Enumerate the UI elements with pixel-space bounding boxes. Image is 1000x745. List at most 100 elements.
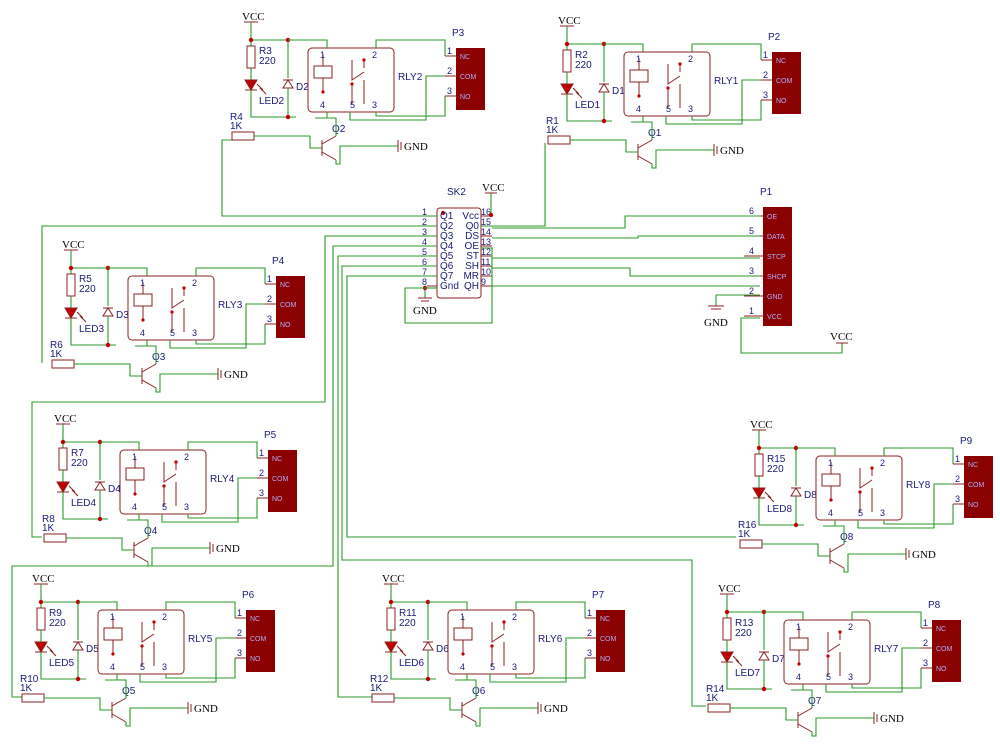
p1-pin-num: 5 <box>749 226 754 236</box>
wire <box>187 441 258 458</box>
relay-pin-num: 3 <box>512 662 517 672</box>
wire <box>139 637 235 683</box>
connector-body <box>246 610 275 672</box>
ic-pin-num: 15 <box>481 217 491 227</box>
wire <box>764 611 804 620</box>
relay-pin-num: 2 <box>372 50 377 60</box>
relay-pin-num: 5 <box>140 662 145 672</box>
wire <box>857 483 953 529</box>
relay-pin-num: 2 <box>848 622 853 632</box>
wire <box>100 441 140 450</box>
ic-pin-num: 4 <box>422 237 427 247</box>
diode-ref: D4 <box>108 484 121 495</box>
connector-ref: P8 <box>928 600 941 611</box>
relay-pin-num: 2 <box>162 612 167 622</box>
ic-pin-num: 14 <box>481 227 491 237</box>
relay-contact-icon <box>827 632 841 676</box>
diode-ref: D7 <box>772 654 785 665</box>
connector-pin-num: 3 <box>587 648 592 658</box>
connector-pin-num: 3 <box>267 314 272 324</box>
wire <box>455 674 468 681</box>
ic-pin-num: 13 <box>481 237 491 247</box>
wire <box>726 662 772 690</box>
relay-body <box>623 51 711 117</box>
gnd-label: GND <box>404 141 428 153</box>
wire <box>70 318 116 346</box>
vcc-label: VCC <box>32 573 55 585</box>
junction <box>60 439 66 445</box>
connector-pin-num: 3 <box>447 86 452 96</box>
resistor-value: 220 <box>575 60 592 71</box>
wire <box>455 679 477 698</box>
wire <box>195 267 266 284</box>
vcc-label: VCC <box>382 573 405 585</box>
connector-ref: P6 <box>242 590 255 601</box>
connector-pin-label: COM <box>250 636 267 643</box>
wire <box>62 492 108 520</box>
wire <box>489 637 585 683</box>
transistor-icon <box>829 543 845 569</box>
relay-ref: RLY6 <box>538 634 563 645</box>
wire <box>288 39 328 48</box>
relay-pin-num: 1 <box>796 622 801 632</box>
resistor-value: 220 <box>735 628 752 639</box>
connector-pin-num: 2 <box>447 66 452 76</box>
relay-pin-num: 3 <box>848 672 853 682</box>
led-ref: LED2 <box>259 96 284 107</box>
ic-pin-num: 12 <box>481 247 491 257</box>
wire <box>851 611 922 628</box>
wire <box>730 707 798 721</box>
p1-vcc-wire <box>740 317 843 354</box>
led-ref: LED5 <box>49 658 74 669</box>
connector-pin-label: COM <box>272 476 289 483</box>
led-rays-icon <box>396 645 407 657</box>
ic-body <box>436 207 482 299</box>
resistor-ref: R7 <box>71 448 84 459</box>
vcc-junction-ic <box>488 212 494 218</box>
relay-coil-dot <box>829 498 833 502</box>
relay-pin-num: 1 <box>636 54 641 64</box>
relay-pin-num: 5 <box>490 662 495 672</box>
relay-contact-dot <box>870 466 874 470</box>
diode-icon <box>94 481 106 491</box>
relay-coil-dot <box>637 94 641 98</box>
relay-contact-dot <box>174 460 178 464</box>
resistor-ref: R14 <box>706 684 725 695</box>
connector-pin-num: 3 <box>763 90 768 100</box>
ic-pin-num: 6 <box>422 257 427 267</box>
connector-pin-label: NC <box>936 626 946 633</box>
junction <box>761 686 767 692</box>
connector-ref: P7 <box>592 590 605 601</box>
connector-pin-label: NO <box>776 98 787 105</box>
relay-coil-icon <box>133 293 153 307</box>
relay-pin-num: 2 <box>688 54 693 64</box>
relay-contact-icon <box>491 622 505 666</box>
relay-pin-num: 5 <box>170 328 175 338</box>
relay-contact-icon <box>163 462 177 506</box>
resistor-220 <box>246 45 256 69</box>
gnd-label: GND <box>912 549 936 561</box>
relay-coil-dot <box>141 318 145 322</box>
relay-coil-icon <box>629 69 649 83</box>
resistor-ref: R8 <box>42 514 55 525</box>
junction <box>105 342 111 348</box>
resistor-ref: R6 <box>50 340 63 351</box>
wire <box>390 652 436 680</box>
wire <box>147 547 210 567</box>
p1-pin-num: 4 <box>749 246 754 256</box>
resistor-value: 1K <box>706 693 719 704</box>
relay-pin-num: 2 <box>512 612 517 622</box>
resistor-1k <box>707 703 731 713</box>
relay-coil-dot <box>133 492 137 496</box>
transistor-icon <box>637 139 653 165</box>
wire <box>375 96 446 117</box>
wire-data <box>492 235 760 239</box>
connector-pin-num: 1 <box>763 50 768 60</box>
resistor-ref: R1 <box>546 116 559 127</box>
led-ref: LED6 <box>399 658 424 669</box>
